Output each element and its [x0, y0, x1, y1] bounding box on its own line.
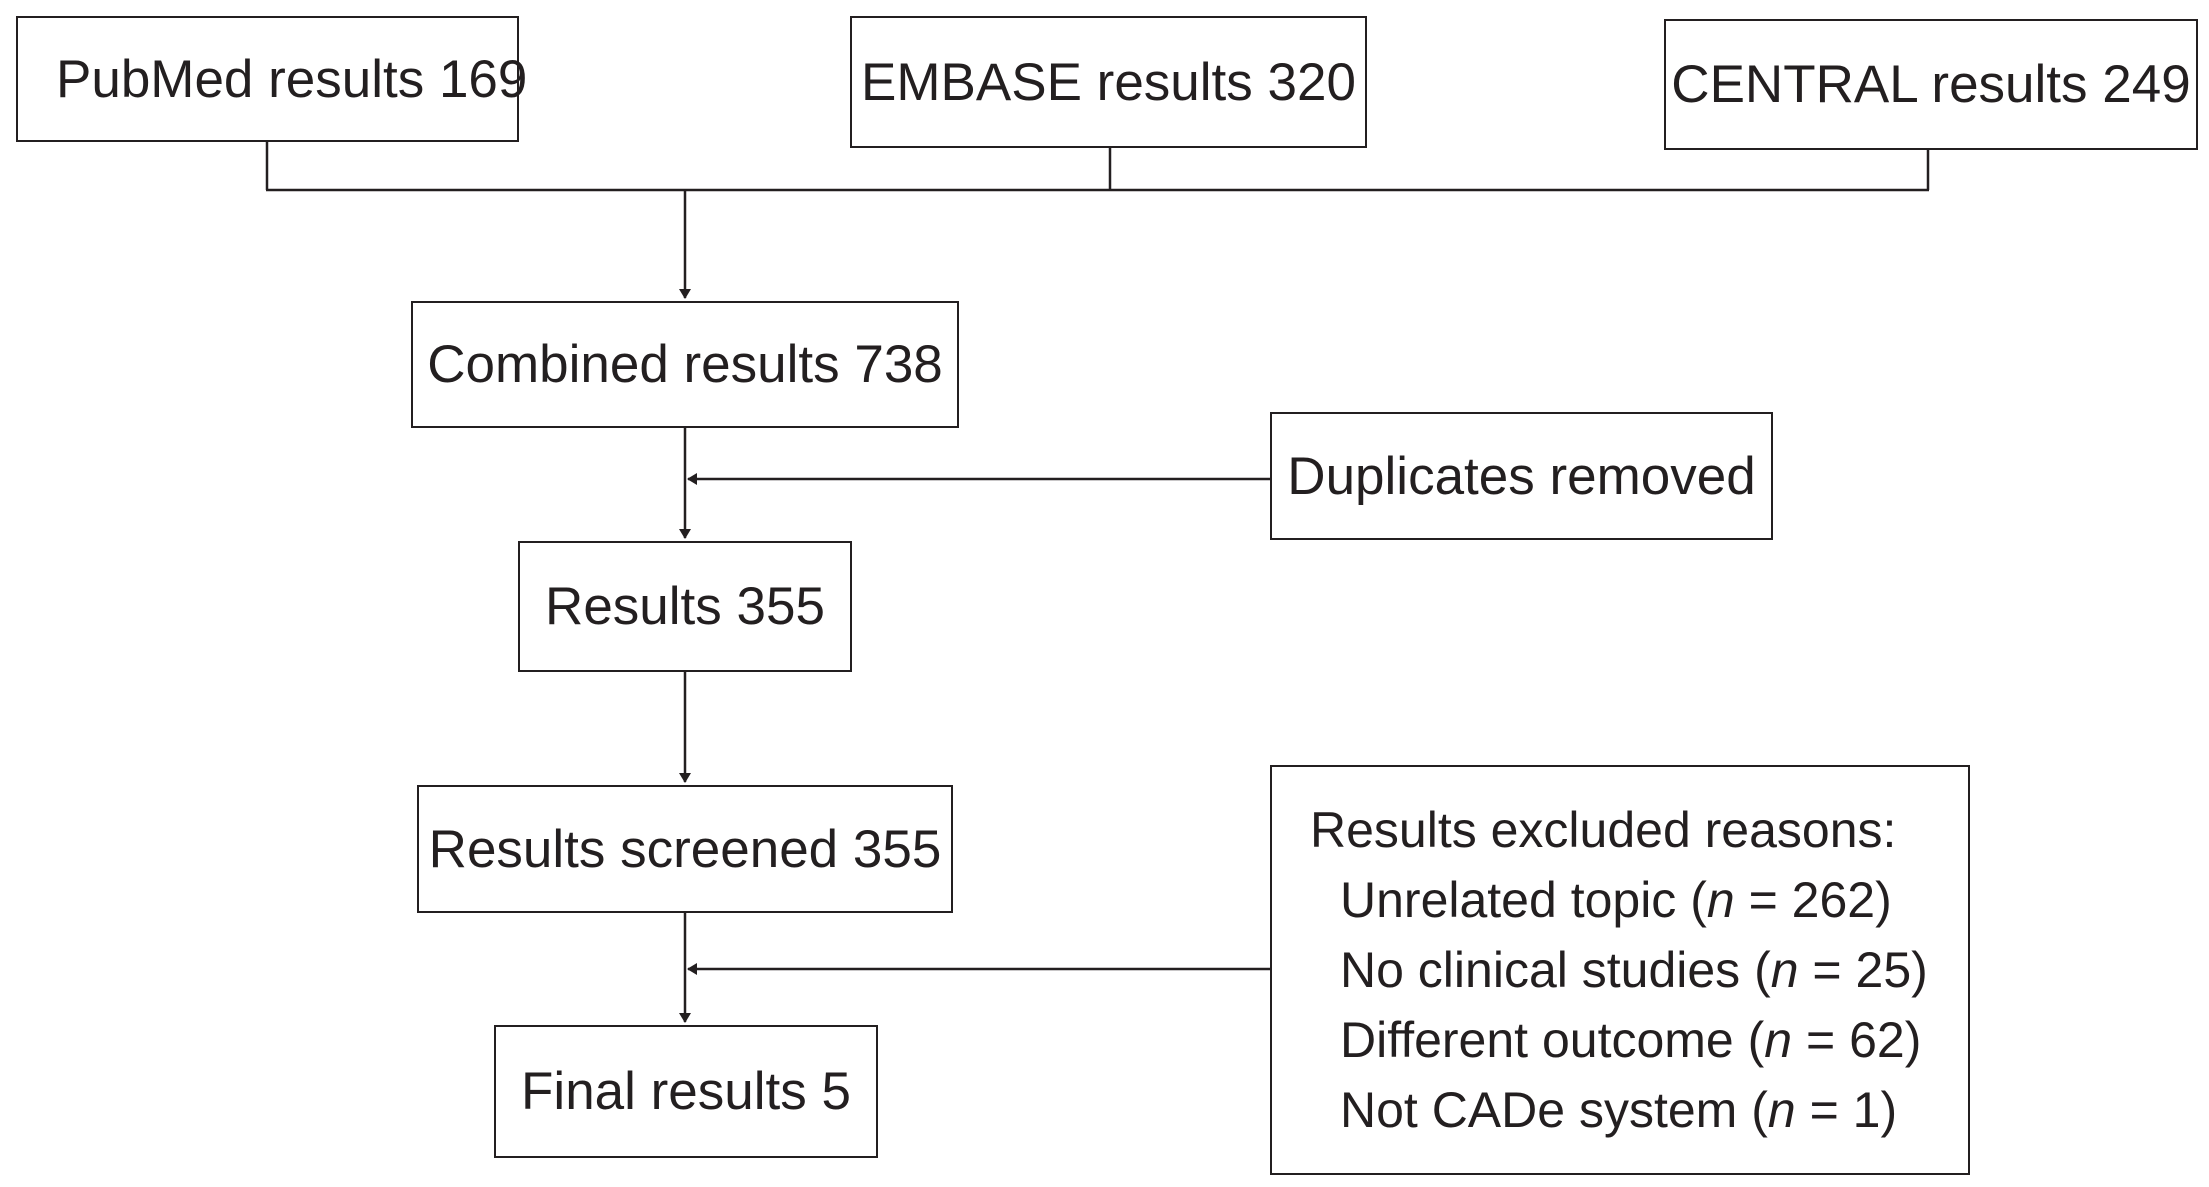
pubmed-results-label: PubMed results 169 [56, 49, 528, 109]
combined-results-box: Combined results 738 [411, 301, 959, 428]
reason-label: No clinical studies ( [1340, 942, 1771, 998]
final-results-label: Final results 5 [521, 1062, 851, 1121]
exclusion-reason: Not CADe system (n = 1) [1310, 1075, 1968, 1145]
pubmed-results-box: PubMed results 169 [16, 16, 527, 142]
combined-results-label: Combined results 738 [427, 335, 943, 394]
exclusion-reason: No clinical studies (n = 25) [1310, 935, 1968, 1005]
reason-count: = 62) [1792, 1012, 1922, 1068]
exclusion-reason: Unrelated topic (n = 262) [1310, 865, 1968, 935]
n-symbol: n [1770, 942, 1799, 998]
exclusion-reason: Different outcome (n = 62) [1310, 1005, 1968, 1075]
duplicates-removed-label: Duplicates removed [1287, 446, 1756, 506]
embase-results-box: EMBASE results 320 [850, 16, 1367, 148]
reason-label: Unrelated topic ( [1340, 872, 1707, 928]
results-excluded-box: Results excluded reasons: Unrelated topi… [1270, 765, 1970, 1175]
results-screened-box: Results screened 355 [417, 785, 953, 913]
reason-label: Different outcome ( [1340, 1012, 1765, 1068]
central-results-box: CENTRAL results 249 [1664, 19, 2198, 150]
embase-results-label: EMBASE results 320 [861, 52, 1356, 112]
final-results-box: Final results 5 [494, 1025, 878, 1158]
results-box: Results 355 [518, 541, 852, 672]
results-screened-label: Results screened 355 [428, 819, 942, 879]
reason-count: = 262) [1734, 872, 1892, 928]
n-symbol: n [1764, 1012, 1793, 1068]
reason-count: = 1) [1795, 1082, 1898, 1138]
reason-label: Not CADe system ( [1340, 1082, 1768, 1138]
n-symbol: n [1767, 1082, 1796, 1138]
exclusion-title: Results excluded reasons: [1310, 802, 1897, 858]
n-symbol: n [1706, 872, 1735, 928]
central-results-label: CENTRAL results 249 [1671, 55, 2191, 114]
reason-count: = 25) [1798, 942, 1928, 998]
duplicates-removed-box: Duplicates removed [1270, 412, 1773, 540]
results-label: Results 355 [545, 577, 825, 636]
